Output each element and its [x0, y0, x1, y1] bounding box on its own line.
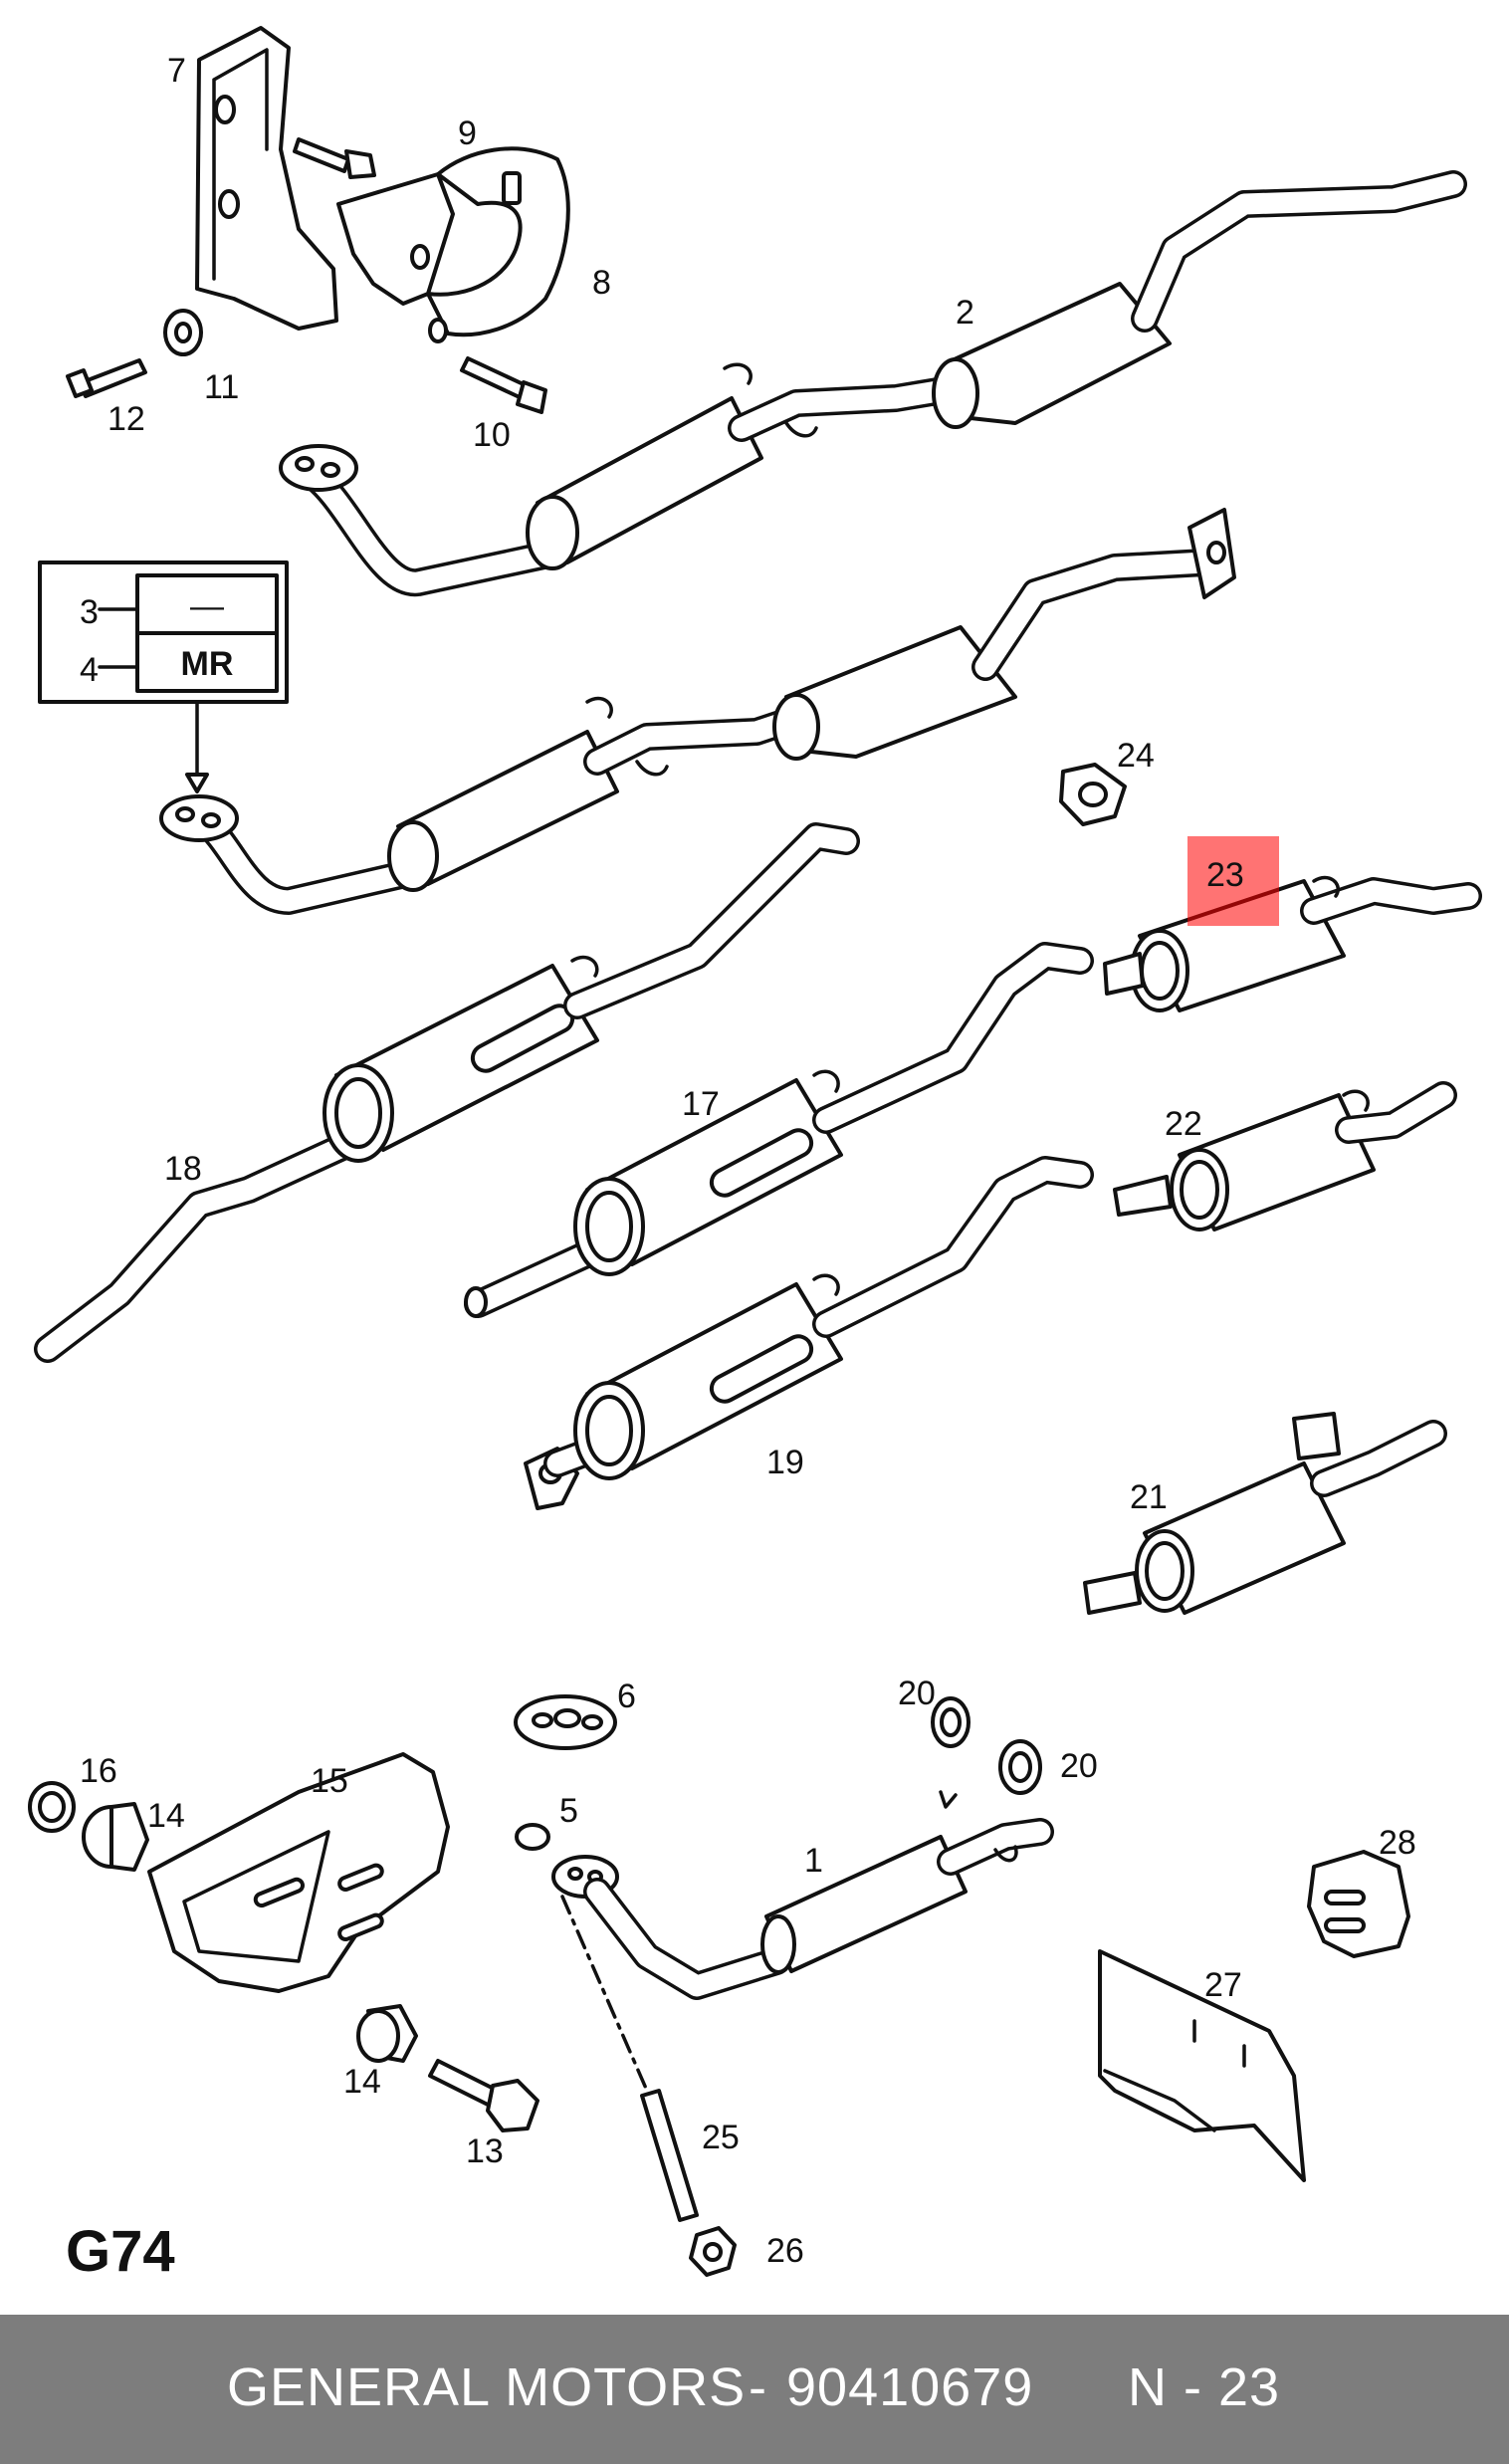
callout-14a: 14: [147, 1797, 185, 1835]
callout-27: 27: [1204, 1966, 1242, 2004]
callout-26: 26: [766, 2232, 804, 2270]
nut-26: [689, 2226, 737, 2277]
heat-shield-27: [1098, 1949, 1306, 2182]
flange-ring-20b: [998, 1739, 1042, 1795]
callout-3: 3: [80, 593, 99, 631]
variant-legend-box: — MR: [38, 560, 289, 793]
callout-15: 15: [311, 1762, 348, 1800]
flange-ring-20a: [931, 1696, 970, 1748]
seal-5: [515, 1823, 550, 1851]
rear-muffler-21: [1083, 1412, 1447, 1615]
bolt-12: [66, 358, 147, 398]
footer-bar: GENERAL MOTORS - 90410679 N - 23: [0, 2315, 1509, 2464]
callout-1: 1: [804, 1842, 823, 1880]
bracket-7: [195, 26, 338, 331]
footer-separator: -: [749, 2357, 767, 2417]
footer-part-number: 90410679: [786, 2357, 1034, 2417]
callout-25: 25: [702, 2119, 740, 2156]
callout-7: 7: [167, 52, 186, 90]
callout-4: 4: [80, 651, 99, 689]
hanger-24: [1059, 763, 1127, 826]
callout-14b: 14: [343, 2063, 381, 2101]
callout-8: 8: [592, 264, 611, 302]
exhaust-assembly-2: [279, 170, 1467, 597]
muffler-17: [464, 942, 1094, 1318]
exhaust-assembly-3-4: [159, 508, 1236, 915]
rear-muffler-22: [1113, 1081, 1457, 1232]
diagram-code: G74: [66, 2219, 175, 2284]
clamp-bracket-8-9: [336, 146, 570, 343]
bolt-13: [428, 2059, 539, 2132]
callout-13: 13: [466, 2132, 504, 2170]
mount-16: [28, 1781, 76, 1833]
callout-20a: 20: [898, 1675, 936, 1712]
highlight-marker-23: [1187, 836, 1279, 926]
callout-28: 28: [1379, 1824, 1416, 1862]
rear-muffler-23: [1103, 875, 1482, 1012]
muffler-19: [524, 1156, 1094, 1510]
rear-muffler-18: [34, 822, 860, 1363]
callout-21: 21: [1130, 1478, 1168, 1516]
exhaust-parts-diagram: — MR: [28, 26, 1482, 2277]
callout-22: 22: [1165, 1105, 1202, 1143]
callout-9: 9: [458, 114, 477, 152]
heat-shield-15: [147, 1752, 450, 1993]
gasket-6: [514, 1694, 617, 1750]
callout-19: 19: [766, 1444, 804, 1481]
rubber-mount-14b: [356, 2004, 418, 2063]
callout-20b: 20: [1060, 1747, 1098, 1785]
front-pipe-1: [551, 1790, 1054, 2000]
washer-11: [163, 309, 203, 356]
legend-row-4-value: MR: [181, 645, 234, 683]
callout-24: 24: [1117, 737, 1155, 775]
stud-25: [640, 2089, 699, 2222]
callout-16: 16: [80, 1752, 117, 1790]
callout-11: 11: [204, 368, 239, 406]
footer-brand: GENERAL MOTORS: [227, 2357, 747, 2417]
callout-23: 23: [1206, 856, 1244, 894]
bolt-upper: [293, 137, 376, 179]
callout-6: 6: [617, 1678, 636, 1715]
callout-17: 17: [682, 1085, 720, 1123]
callout-10: 10: [473, 416, 511, 454]
bolt-10: [460, 356, 547, 414]
legend-row-3-value: —: [190, 587, 224, 625]
callout-12: 12: [108, 400, 145, 438]
rubber-mount-14a: [82, 1802, 149, 1872]
callout-18: 18: [164, 1150, 202, 1188]
callout-2: 2: [956, 294, 974, 332]
callout-5: 5: [559, 1792, 578, 1830]
rubber-hanger-28: [1307, 1850, 1410, 1958]
footer-page-ref: N - 23: [1128, 2357, 1281, 2417]
